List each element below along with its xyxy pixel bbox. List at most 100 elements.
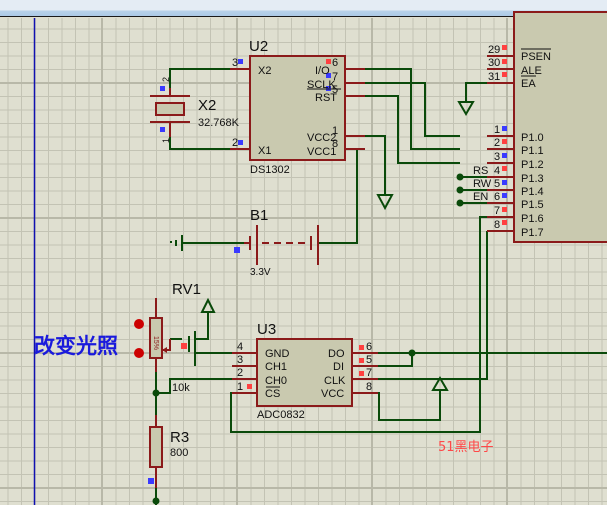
pin-name: GND (265, 348, 290, 360)
pin-name: CLK (324, 375, 346, 387)
b1-value: 3.3V (250, 267, 271, 278)
wire-ea (465, 82, 487, 102)
wire-rst (345, 95, 460, 164)
wire-x2-bottom (169, 137, 230, 150)
pin-num: 31 (488, 71, 500, 83)
pin-name: X2 (258, 65, 271, 77)
wire-rv1-power (195, 312, 209, 340)
pin-num: 5 (494, 178, 500, 190)
wire-di (366, 353, 413, 367)
u3-part: ADC0832 (257, 409, 305, 421)
wire-ch0 (156, 378, 244, 394)
pin-name: P1.1 (521, 145, 544, 157)
pin-num: 1 (332, 125, 338, 137)
pin-num: 1 (161, 138, 171, 143)
pin-num: 1 (237, 381, 243, 393)
x2-ref: X2 (198, 97, 216, 114)
pin-name: P1.0 (521, 132, 544, 144)
pin-num: 2 (161, 77, 171, 82)
x2-value: 32.768K (198, 117, 240, 129)
pin-num: 1 (494, 124, 500, 136)
net-label: RS (473, 165, 488, 177)
toolbar-strip (0, 0, 607, 17)
pin-name: PSEN (521, 51, 551, 63)
b1-battery[interactable] (244, 225, 319, 265)
junctions (152, 173, 464, 505)
pin-name: SCLK (307, 79, 336, 91)
pin-name: RST (315, 92, 337, 104)
pin-num: 30 (488, 57, 500, 69)
pin-name: CS (265, 388, 280, 400)
pin-num: 7 (366, 367, 372, 379)
u2-ds1302[interactable] (230, 55, 365, 161)
pin-state-indicators (148, 45, 507, 484)
ground-icon (376, 194, 394, 211)
pin-name: CH1 (265, 361, 287, 373)
pin-name: ALE (521, 65, 542, 77)
power-symbols (170, 101, 475, 391)
pin-name: CH0 (265, 375, 287, 387)
rv1-value: 10k (172, 382, 190, 394)
x2-crystal[interactable] (150, 88, 190, 137)
wire-io (345, 68, 460, 150)
watermark: 51黑电子 (438, 440, 494, 455)
pin-name: X1 (258, 145, 271, 157)
pin-num: 7 (494, 205, 500, 217)
pin-num: 5 (366, 354, 372, 366)
pin-num: 8 (332, 138, 338, 150)
pin-name: DI (333, 361, 344, 373)
r3-ref: R3 (170, 429, 189, 446)
pin-name: I/O (315, 65, 330, 77)
u2-part: DS1302 (250, 164, 290, 176)
pin-num: 8 (366, 381, 372, 393)
light-control-annotation: 改变光照 (34, 334, 118, 358)
rv1-potentiometer[interactable]: 15% (134, 298, 171, 372)
r3-value: 800 (170, 447, 188, 459)
pin-num: 2 (494, 137, 500, 149)
power-icon (431, 376, 449, 391)
pin-name: P1.7 (521, 227, 544, 239)
pin-name: VCC1 (307, 146, 336, 158)
pin-num: 4 (237, 341, 243, 353)
rv1-ref: RV1 (172, 281, 201, 298)
r3-resistor[interactable] (149, 415, 163, 488)
pin-name: VCC (321, 388, 344, 400)
pin-name: P1.6 (521, 213, 544, 225)
pin-name: P1.4 (521, 186, 544, 198)
mcu-port1-labels: 1P1.02P1.13P1.24P1.3RS5P1.4RW6P1.5EN7P1.… (473, 124, 544, 239)
u3-ref: U3 (257, 321, 276, 338)
pin-name: VCC2 (307, 132, 336, 144)
wire-clk (366, 231, 488, 380)
pin-num: 8 (494, 219, 500, 231)
wiper-percent: 15% (152, 336, 159, 350)
pin-num: 3 (237, 354, 243, 366)
pin-name: DO (328, 348, 345, 360)
increment-button[interactable] (134, 319, 144, 329)
pin-num: 6 (332, 57, 338, 69)
pin-name: P1.3 (521, 173, 544, 185)
pin-num: 2 (232, 137, 238, 149)
decrement-button[interactable] (134, 348, 144, 358)
u2-ref: U2 (249, 38, 268, 55)
pin-num: 6 (494, 191, 500, 203)
power-icon (200, 297, 216, 313)
u3-adc0832[interactable] (232, 338, 378, 407)
pin-num: 5 (332, 84, 338, 96)
pin-num: 7 (332, 71, 338, 83)
wire-sclk (345, 82, 460, 137)
net-label: EN (473, 191, 488, 203)
wire-vcc1 (318, 148, 358, 244)
pin-num: 2 (237, 367, 243, 379)
pin-num: 4 (494, 165, 500, 177)
mcu-8051[interactable] (487, 11, 607, 243)
pin-num: 3 (494, 151, 500, 163)
ground-icon (457, 101, 475, 116)
net-label: RW (473, 178, 492, 190)
pin-name: EA (521, 78, 536, 90)
wire-adc-vcc (366, 390, 441, 421)
pin-name: P1.5 (521, 199, 544, 211)
wire-vcc2 (345, 135, 386, 195)
pin-num: 3 (232, 57, 238, 69)
wire-x2-top (169, 68, 230, 88)
